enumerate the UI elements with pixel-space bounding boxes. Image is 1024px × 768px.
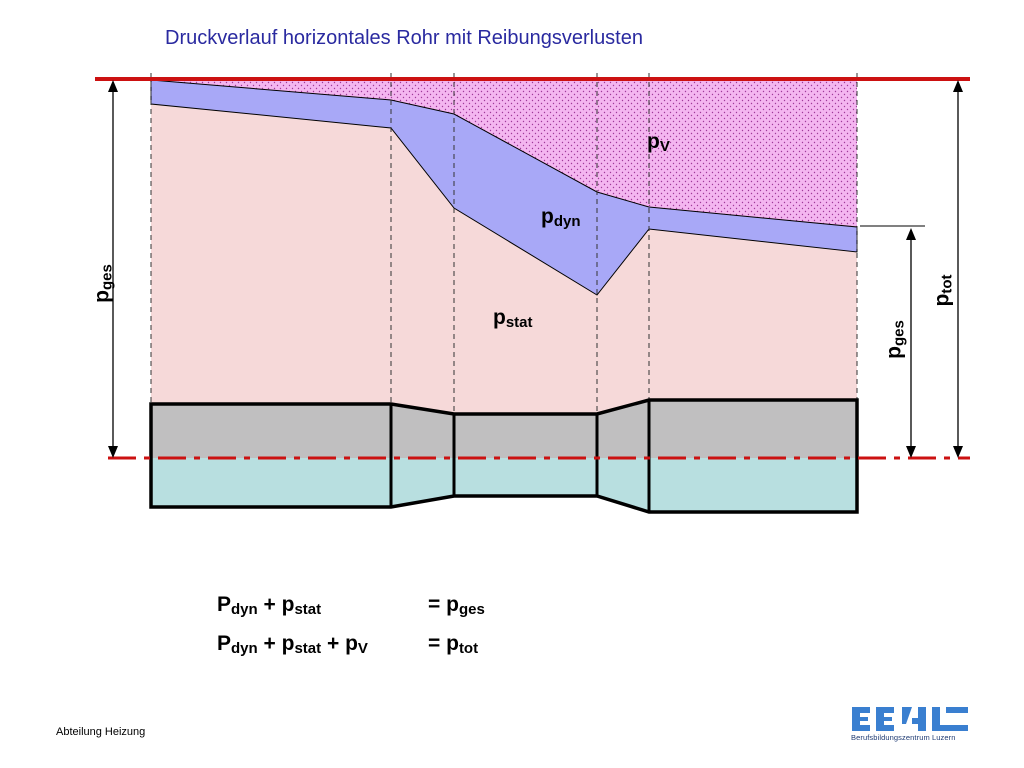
pipe-joints: [389, 400, 651, 512]
pges-left-label: pges: [90, 264, 116, 303]
pstat-region: [151, 104, 857, 414]
page-title: Druckverlauf horizontales Rohr mit Reibu…: [165, 27, 643, 49]
pges-right-label: pges: [882, 320, 908, 359]
pstat-label: pstat: [493, 306, 533, 331]
equation-1: Pdyn + pstat: [217, 593, 322, 618]
pipe-bottom: [151, 458, 857, 512]
pv-region: [151, 80, 857, 227]
logo-caption: Berufsbildungszentrum Luzern: [851, 733, 956, 742]
dimension-left: [108, 80, 118, 458]
ptot-label: ptot: [930, 274, 956, 307]
bbzl-logo: [852, 707, 968, 731]
pv-label: pV: [647, 130, 670, 155]
pdyn-label: pdyn: [541, 205, 581, 230]
section-lines: [150, 73, 858, 414]
equation-1-result: = pges: [428, 593, 485, 618]
dimension-right-outer: [953, 80, 963, 458]
footer-department: Abteilung Heizung: [56, 726, 146, 738]
pipe-top: [151, 400, 857, 458]
equation-2-result: = ptot: [428, 632, 479, 657]
dimension-right-inner: [860, 225, 925, 458]
equation-2: Pdyn + pstat + pV: [217, 632, 368, 657]
